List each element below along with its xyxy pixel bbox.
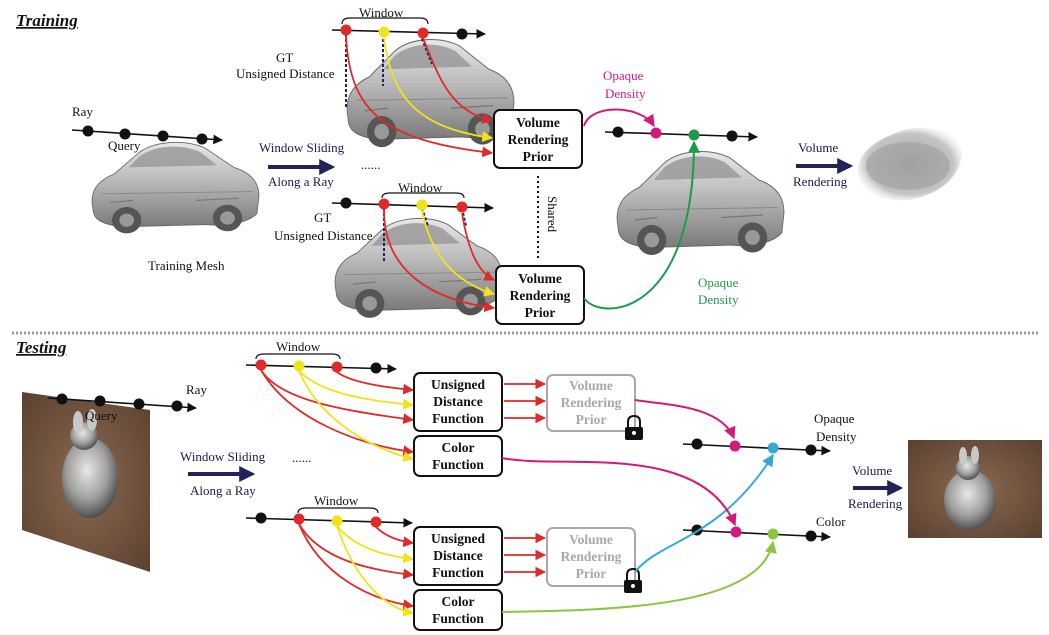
- testing-udf-bottom-line2: Distance: [433, 548, 483, 563]
- testing-udf-to-prior-arrows-top: [504, 378, 547, 424]
- testing-query-label: Query: [85, 408, 118, 423]
- testing-output-curves: [501, 399, 777, 613]
- testing-prior-top-line1: Volume: [569, 378, 613, 393]
- training-mesh-car: [91, 141, 260, 234]
- training-gt-label-bottom: GT: [314, 210, 331, 225]
- training-prior-top-line3: Prior: [523, 149, 554, 164]
- testing-rendered-image: [908, 440, 1042, 538]
- testing-udf-top-line1: Unsigned: [431, 377, 486, 392]
- training-opaque-label-bottom: Opaque: [698, 275, 739, 290]
- testing-color-top-line1: Color: [442, 440, 475, 455]
- testing-volume-label: Volume: [852, 463, 892, 478]
- training-ray-label: Ray: [72, 104, 93, 119]
- testing-window-ray-bottom: [245, 512, 413, 528]
- testing-window-label-bottom: Window: [314, 493, 359, 508]
- training-density-label-top: Density: [605, 86, 646, 101]
- testing-input-image: [22, 392, 150, 572]
- training-udf-label-bottom: Unsigned Distance: [274, 228, 373, 243]
- training-ray: [71, 125, 223, 145]
- training-section-title: Training: [16, 11, 78, 30]
- testing-prior-top-line3: Prior: [576, 412, 607, 427]
- lock-icon-top: [625, 414, 643, 440]
- testing-ray-label: Ray: [186, 382, 207, 397]
- testing-top-udf-arrows: [260, 369, 415, 462]
- testing-prior-box-bottom: [546, 527, 636, 587]
- testing-output-ray-top: [682, 438, 831, 456]
- training-ellipsis: ......: [361, 157, 381, 172]
- testing-window-label-top: Window: [276, 339, 321, 354]
- training-density-label-bottom: Density: [698, 292, 739, 307]
- training-prior-bottom-line3: Prior: [525, 305, 556, 320]
- testing-color-box-top: [413, 435, 503, 477]
- window-brace-bottom: [381, 192, 465, 199]
- training-prior-box-bottom: [495, 265, 585, 325]
- testing-udf-top-line2: Distance: [433, 394, 483, 409]
- testing-prior-bottom-line3: Prior: [576, 566, 607, 581]
- testing-window-brace-top: [255, 353, 341, 360]
- training-window-label-top: Window: [359, 5, 404, 20]
- training-prior-top-line1: Volume: [516, 115, 560, 130]
- testing-prior-box-top: [546, 374, 636, 432]
- training-rendering-label: Rendering: [793, 174, 848, 189]
- testing-color-box-bottom: [413, 589, 503, 631]
- training-result-car: [616, 150, 785, 256]
- testing-udf-box-bottom: [413, 526, 503, 586]
- training-opaque-arrow-bottom: [583, 140, 700, 310]
- testing-input-ray: [47, 393, 197, 413]
- testing-udf-top-line3: Function: [432, 411, 484, 426]
- testing-color-bottom-line1: Color: [442, 594, 475, 609]
- gt-distance-bars-bottom: [383, 207, 467, 262]
- window-brace-top: [341, 17, 429, 25]
- testing-prior-top-line2: Rendering: [561, 395, 622, 410]
- training-prior-box-top: [493, 109, 583, 169]
- training-mesh-label: Training Mesh: [148, 258, 225, 273]
- shared-label: Shared: [545, 196, 560, 233]
- training-rendered-blur-car: [858, 127, 962, 201]
- testing-udf-bottom-line1: Unsigned: [431, 531, 486, 546]
- testing-window-brace-bottom: [297, 507, 379, 514]
- training-window-label-bottom: Window: [398, 180, 443, 195]
- testing-density-label: Density: [816, 429, 857, 444]
- training-volume-label: Volume: [798, 140, 838, 155]
- testing-color-label: Color: [816, 514, 846, 529]
- training-window-ray-bottom: [331, 197, 494, 213]
- training-opaque-label-top: Opaque: [603, 68, 644, 83]
- training-window-ray-top: [331, 24, 486, 40]
- testing-udf-to-prior-arrows-bottom: [504, 532, 547, 578]
- testing-color-bottom-line2: Function: [432, 611, 484, 626]
- training-query-label: Query: [108, 138, 141, 153]
- testing-prior-bottom-line1: Volume: [569, 532, 613, 547]
- training-prior-bottom-line2: Rendering: [510, 288, 571, 303]
- testing-opaque-label: Opaque: [814, 411, 855, 426]
- training-top-arrows: [345, 35, 494, 158]
- training-udf-label-top: Unsigned Distance: [236, 66, 335, 81]
- training-window-sliding-text: Window Sliding: [259, 140, 345, 155]
- lock-icon-bottom: [624, 567, 642, 593]
- testing-window-sliding-text: Window Sliding: [180, 449, 266, 464]
- testing-window-ray-top: [245, 359, 397, 374]
- training-prior-bottom-line1: Volume: [518, 271, 562, 286]
- training-bottom-arrows: [383, 209, 496, 313]
- training-prior-top-line2: Rendering: [508, 132, 569, 147]
- testing-udf-box-top: [413, 372, 503, 432]
- testing-bottom-udf-arrows: [298, 523, 415, 617]
- testing-prior-bottom-line2: Rendering: [561, 549, 622, 564]
- testing-color-top-line2: Function: [432, 457, 484, 472]
- training-gt-label-top: GT: [276, 50, 293, 65]
- training-opaque-arrow-top: [583, 108, 655, 128]
- testing-ellipsis: ......: [292, 450, 312, 465]
- testing-rendering-label: Rendering: [848, 496, 903, 511]
- testing-section-title: Testing: [16, 338, 67, 357]
- training-along-ray-text: Along a Ray: [268, 174, 334, 189]
- testing-udf-bottom-line3: Function: [432, 565, 484, 580]
- training-result-ray: [604, 126, 758, 142]
- testing-along-ray-text: Along a Ray: [190, 483, 256, 498]
